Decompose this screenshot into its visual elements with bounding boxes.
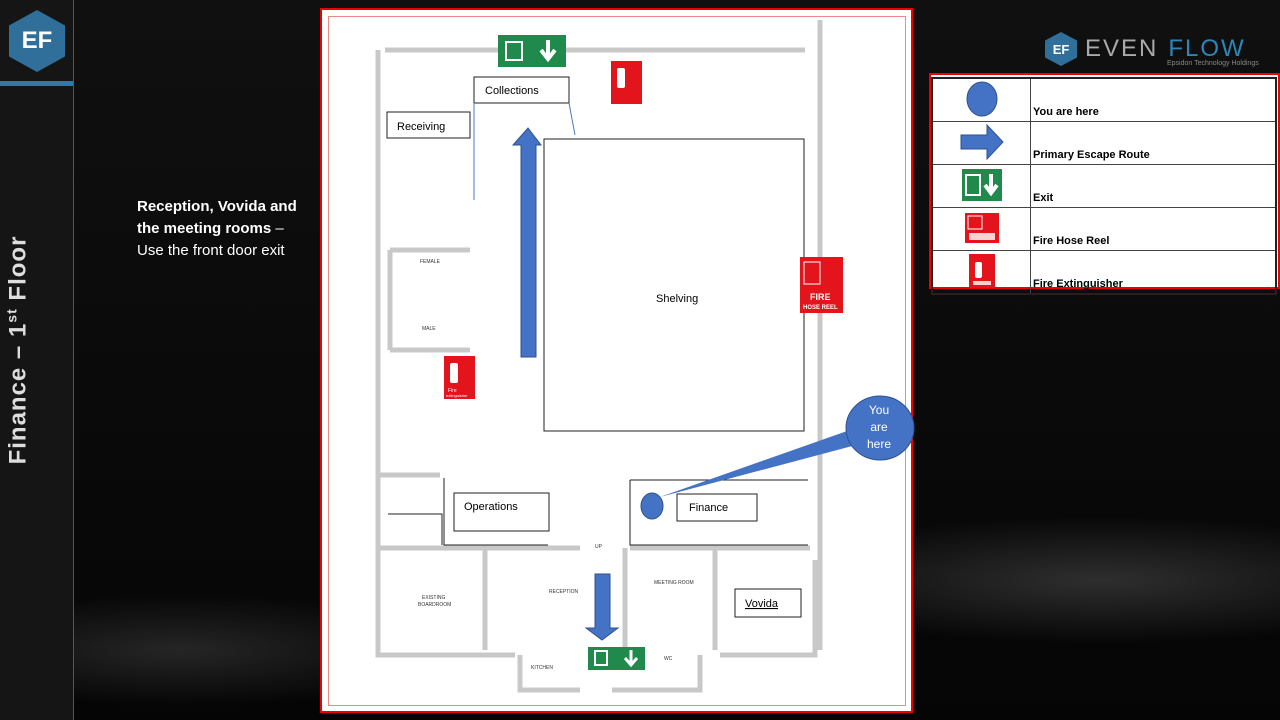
room-female: FEMALE bbox=[420, 259, 441, 265]
room-kitchen: KITCHEN bbox=[531, 665, 553, 671]
legend-label: Exit bbox=[1030, 164, 1277, 208]
doors bbox=[473, 102, 576, 200]
callout-text: here bbox=[867, 437, 891, 451]
room-shelving: Shelving bbox=[656, 293, 698, 305]
legend-label: Fire Hose Reel bbox=[1030, 207, 1277, 251]
fire-extinguisher-sign-top bbox=[611, 61, 642, 104]
room-male: MALE bbox=[422, 326, 436, 332]
legend-label: You are here bbox=[1030, 77, 1277, 122]
sign-text: HOSE REEL bbox=[803, 305, 838, 311]
legend: You are here Primary Escape Route Exit F… bbox=[929, 73, 1280, 295]
fire-hose-reel-sign: FIRE HOSE REEL bbox=[800, 257, 843, 313]
you-are-here-callout bbox=[845, 395, 915, 461]
callout-text: You bbox=[869, 403, 889, 417]
sign-text: Fire bbox=[448, 388, 457, 394]
legend-label: Fire Extinguisher bbox=[1030, 250, 1277, 295]
blue-arrow-right-icon bbox=[960, 123, 1004, 160]
room-boardroom: EXISTING bbox=[422, 595, 445, 601]
brand-word-even: EVEN bbox=[1085, 35, 1159, 62]
legend-row: Fire Hose Reel bbox=[931, 207, 1277, 251]
exit-sign-icon bbox=[961, 168, 1002, 201]
room-finance: Finance bbox=[689, 502, 728, 514]
callout-pointer bbox=[660, 430, 856, 497]
sidebar: EF Finance – 1st Floor bbox=[0, 0, 74, 720]
legend-row: Fire Extinguisher bbox=[931, 250, 1277, 295]
legend-label: Primary Escape Route bbox=[1030, 121, 1277, 165]
you-are-here-marker bbox=[640, 492, 664, 520]
room-vovida: Vovida bbox=[745, 598, 779, 610]
exit-sign-bottom bbox=[588, 647, 645, 670]
escape-arrow-up bbox=[511, 127, 543, 358]
room-boxes bbox=[386, 76, 805, 618]
legend-row: You are here bbox=[931, 77, 1277, 122]
room-wc: WC bbox=[664, 656, 673, 662]
room-meeting: MEETING ROOM bbox=[654, 580, 694, 586]
exit-sign-top bbox=[498, 35, 566, 67]
sign-text: FIRE bbox=[810, 292, 831, 302]
room-collections: Collections bbox=[485, 85, 539, 97]
room-receiving: Receiving bbox=[397, 121, 445, 133]
fire-extinguisher-icon bbox=[968, 253, 995, 288]
room-boardroom-2: BOARDROOM bbox=[418, 602, 451, 608]
sign-text: extinguisher bbox=[446, 393, 468, 398]
accent-bar bbox=[0, 81, 73, 86]
legend-row: Primary Escape Route bbox=[931, 121, 1277, 165]
legend-row: Exit bbox=[931, 164, 1277, 208]
walls bbox=[375, 20, 823, 693]
blue-circle-icon bbox=[966, 81, 997, 116]
callout-text: are bbox=[870, 420, 888, 434]
fire-hose-reel-icon bbox=[964, 212, 999, 243]
brand-word-flow: FLOW bbox=[1168, 35, 1246, 62]
instruction-note: Reception, Vovida and the meeting rooms … bbox=[137, 198, 297, 259]
escape-arrow-down bbox=[584, 573, 620, 641]
brand-hex: EF bbox=[1045, 32, 1077, 66]
room-operations: Operations bbox=[464, 501, 518, 513]
brand-logo: EF EVEN FLOW Epsidon Technology Holdings bbox=[1045, 32, 1259, 67]
stairs-up: UP bbox=[595, 544, 603, 550]
brand-tagline: Epsidon Technology Holdings bbox=[1167, 60, 1259, 67]
room-reception: RECEPTION bbox=[549, 589, 579, 595]
